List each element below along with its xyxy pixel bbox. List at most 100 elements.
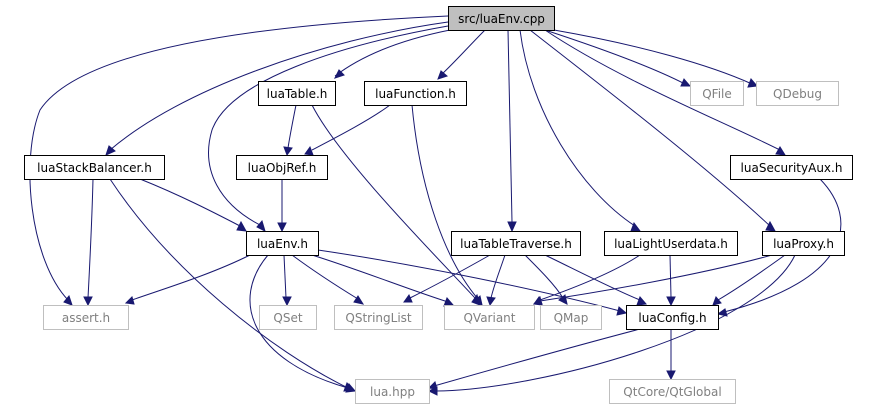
edge-line — [131, 254, 251, 301]
node-luaStackBalancer[interactable]: luaStackBalancer.h — [24, 155, 165, 180]
node-luaHpp: lua.hpp — [355, 379, 430, 404]
arrowhead — [747, 78, 758, 88]
edge-root-to-luaTable — [334, 29, 451, 79]
edge-luaEnvH-to-luaConfig — [317, 249, 628, 316]
edge-line — [311, 104, 476, 299]
node-label: luaLightUserdata.h — [614, 237, 728, 251]
edge-line — [544, 29, 686, 85]
edge-line — [439, 29, 486, 77]
arrowhead — [437, 70, 449, 80]
edge-line — [87, 178, 94, 299]
edge-line — [435, 254, 796, 392]
edge-line — [539, 254, 773, 302]
node-luaSecurityAux[interactable]: luaSecurityAux.h — [730, 155, 853, 180]
arrowhead — [473, 295, 483, 306]
node-assert: assert.h — [43, 305, 129, 330]
node-QFile: QFile — [690, 81, 744, 106]
edge-root-to-luaEnvH — [208, 25, 449, 232]
node-box — [24, 155, 165, 180]
edge-root-to-luaSecurityAux — [544, 29, 786, 156]
node-box — [355, 379, 430, 404]
node-box — [258, 81, 336, 106]
node-luaConfig[interactable]: luaConfig.h — [626, 305, 719, 330]
edge-luaTableTraverse-to-QVariant — [486, 254, 506, 307]
node-box — [451, 231, 581, 256]
node-label: src/luaEnv.cpp — [458, 12, 545, 26]
arrowhead — [716, 308, 728, 317]
edge-luaEnvH-to-QSet — [282, 254, 292, 307]
edge-luaFunction-to-luaObjRef — [304, 104, 391, 156]
node-QDebug: QDebug — [756, 81, 839, 106]
edge-root-to-luaStackBalancer — [105, 21, 449, 156]
arrowhead — [343, 382, 354, 392]
edge-line — [283, 254, 287, 299]
node-label: luaConfig.h — [638, 311, 706, 325]
edge-luaConfig-to-luaHpp — [427, 328, 641, 390]
edge-luaProxy-to-luaConfig — [712, 254, 786, 306]
edge-luaFunction-to-QVariant — [411, 104, 483, 306]
node-label: QSet — [273, 311, 302, 325]
arrowhead — [304, 145, 314, 156]
arrowhead — [236, 220, 247, 232]
edge-luaStackBalancer-to-assert — [83, 178, 94, 307]
node-luaObjRef[interactable]: luaObjRef.h — [236, 155, 328, 180]
node-luaProxy[interactable]: luaProxy.h — [762, 231, 845, 256]
edge-line — [507, 29, 513, 223]
arrowhead — [282, 296, 292, 307]
arrowhead — [765, 220, 776, 232]
edge-line — [490, 254, 506, 299]
node-luaTableTraverse[interactable]: luaTableTraverse.h — [451, 231, 581, 256]
node-QVariant: QVariant — [444, 305, 535, 330]
edge-root-to-luaProxy — [529, 29, 776, 232]
edge-luaTableTraverse-to-QStringList — [403, 254, 491, 303]
edge-root-to-luaTableTraverse — [507, 29, 517, 233]
edge-luaProxy-to-QVariant — [533, 254, 773, 306]
edge-line — [291, 254, 359, 300]
edge-luaStackBalancer-to-luaEnvH — [139, 178, 247, 232]
node-box — [448, 6, 555, 31]
edge-line — [311, 104, 391, 151]
node-box — [762, 231, 845, 256]
node-box — [259, 305, 317, 330]
node-label: luaTable.h — [267, 87, 328, 101]
node-box — [626, 305, 719, 330]
edge-line — [334, 29, 451, 77]
node-box — [444, 305, 535, 330]
arrowhead — [277, 222, 287, 233]
node-box — [246, 231, 319, 256]
node-box — [690, 81, 744, 106]
edge-line — [311, 254, 449, 303]
node-luaTable[interactable]: luaTable.h — [258, 81, 336, 106]
arrowhead — [507, 221, 517, 233]
edge-line — [109, 21, 449, 151]
arrowhead — [283, 146, 293, 157]
edge-line — [529, 29, 771, 227]
edge-luaEnvH-to-QStringList — [291, 254, 365, 305]
node-label: lua.hpp — [370, 385, 415, 399]
edge-luaEnvH-to-luaHpp — [249, 254, 354, 392]
edge-luaLightUserdata-to-QVariant — [533, 254, 641, 305]
node-root[interactable]: src/luaEnv.cpp — [448, 6, 555, 31]
edge-root-to-QFile — [544, 29, 692, 87]
arrowhead — [63, 294, 73, 306]
node-box — [730, 155, 853, 180]
arrowhead — [256, 219, 266, 232]
edge-line — [109, 178, 351, 390]
edge-line — [519, 29, 636, 227]
node-luaFunction[interactable]: luaFunction.h — [364, 81, 467, 106]
edge-luaStackBalancer-to-luaHpp — [109, 178, 356, 393]
node-luaEnvH[interactable]: luaEnv.h — [246, 231, 319, 256]
edge-root-to-QDebug — [553, 29, 758, 88]
node-box — [364, 81, 467, 106]
edge-line — [524, 254, 564, 299]
arrowhead — [486, 296, 496, 307]
node-luaLightUserdata[interactable]: luaLightUserdata.h — [604, 231, 738, 256]
edge-line — [669, 254, 672, 298]
node-box — [540, 305, 602, 330]
edge-root-to-assert — [29, 15, 449, 306]
arrowhead — [533, 295, 543, 306]
arrowhead — [666, 296, 676, 307]
dependency-edges — [29, 15, 842, 396]
node-box — [236, 155, 328, 180]
